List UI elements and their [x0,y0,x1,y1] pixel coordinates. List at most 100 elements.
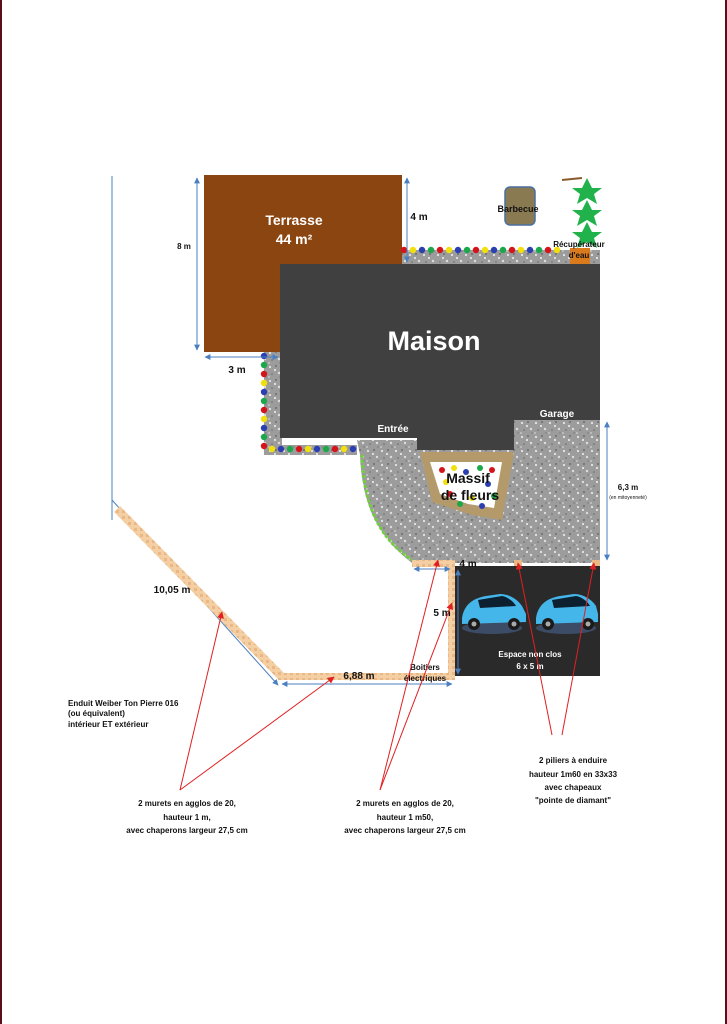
terrasse-area: 44 m² [276,231,313,247]
flower-dot [400,246,408,254]
flower-dot [295,445,303,453]
flower-dot [260,388,268,396]
dim-garage-side: 6,3 m [618,483,638,492]
recuperateur-icon [570,248,590,264]
gravel-strip-top [400,250,600,264]
note-enduit: Enduit Weiber Ton Pierre 016 (ou équival… [68,699,179,729]
flower-dot [340,445,348,453]
car-icon-left [462,594,526,634]
wall-diagonal [114,506,284,679]
svg-text:hauteur 1 m,: hauteur 1 m, [163,813,211,822]
svg-text:(ou équivalent): (ou équivalent) [68,709,125,718]
boitiers-label-1: Boitiers [410,663,440,672]
espace-label-2: 6 x 5 m [516,662,543,671]
svg-text:"pointe de diamant": "pointe de diamant" [535,796,611,805]
flower-dot [260,433,268,441]
flower-dot [349,445,357,453]
bed-flower-dot [451,465,457,471]
massif-label-1: Massif [446,470,490,486]
recuperateur-label-2: d'eau [569,251,590,260]
flower-dot [286,445,294,453]
note-murets-1m50: 2 murets en agglos de 20, hauteur 1 m50,… [344,799,465,835]
wall-bottom [278,673,454,680]
gravel-path [264,350,357,455]
barbecue-label: Barbecue [497,204,538,214]
espace-label-1: Espace non clos [498,650,562,659]
entree-label: Entrée [377,424,409,435]
bed-flower-dot [439,467,445,473]
note-murets-1m: 2 murets en agglos de 20, hauteur 1 m, a… [126,799,247,835]
bed-flower-dot [485,481,491,487]
flower-dot [553,246,561,254]
flower-dot [277,445,285,453]
dim-front-width: 4 m [459,559,476,570]
bed-flower-dot [489,467,495,473]
flower-dot [260,397,268,405]
maison-label: Maison [387,326,480,356]
flower-dot [304,445,312,453]
flower-dot [260,415,268,423]
dimension-lines [194,177,610,687]
hedge-icon [561,177,602,248]
flower-dot [313,445,321,453]
svg-text:2 piliers à enduire: 2 piliers à enduire [539,756,608,765]
car-icon-right [536,594,598,634]
dim-parking-depth: 5 m [433,608,450,619]
massif-label-2: de fleurs [441,487,500,503]
dim-bottom-wall: 6,88 m [343,671,374,682]
svg-text:intérieur ET extérieur: intérieur ET extérieur [68,720,148,729]
note-piliers: 2 piliers à enduire hauteur 1m60 en 33x3… [529,756,618,805]
flower-dot [454,246,462,254]
boitiers-label-2: électriques [404,674,447,683]
bed-flower-dot [477,465,483,471]
flower-dot [260,406,268,414]
flower-dot [508,246,516,254]
dim-garage-side-note: (en mitoyenneté) [609,495,647,501]
bed-flower-dot [469,495,475,501]
flower-dot [490,246,498,254]
flower-dot [427,246,435,254]
flower-dot [260,352,268,360]
dim-top-gap: 4 m [410,212,427,223]
svg-text:hauteur 1 m50,: hauteur 1 m50, [377,813,433,822]
flower-dot [322,445,330,453]
flower-dot [260,424,268,432]
flower-dot [499,246,507,254]
flower-dot [331,445,339,453]
flower-dot [409,246,417,254]
flower-dot [445,246,453,254]
dim-diagonal-wall: 10,05 m [154,585,191,596]
svg-text:avec chaperons largeur 27,5 cm: avec chaperons largeur 27,5 cm [126,826,247,835]
flower-dot [260,379,268,387]
bed-flower-dot [447,491,453,497]
flower-dot [268,445,276,453]
bed-flower-dot [443,479,449,485]
svg-text:2 murets en agglos de 20,: 2 murets en agglos de 20, [138,799,236,808]
flower-dot [436,246,444,254]
svg-text:2 murets en agglos de 20,: 2 murets en agglos de 20, [356,799,454,808]
flower-border [260,246,561,453]
flower-dot [260,361,268,369]
flower-dot [260,442,268,450]
bed-flower-dot [479,503,485,509]
terrasse-title: Terrasse [265,212,323,228]
svg-text:avec chaperons largeur 27,5 cm: avec chaperons largeur 27,5 cm [344,826,465,835]
flower-dot [526,246,534,254]
maison [280,264,600,450]
garage-label: Garage [540,409,575,420]
bed-flower-dot [491,493,497,499]
flower-dot [418,246,426,254]
recuperateur-label-1: Récupérateur [553,240,605,249]
wall-front-vertical [448,562,455,680]
barbecue-icon [504,186,536,226]
bed-flower-dot [457,501,463,507]
dim-terrasse-offset: 3 m [228,365,245,376]
massif-de-fleurs [420,452,514,520]
flower-dot [260,370,268,378]
wall-front-horizontal [412,560,455,567]
flower-dot [535,246,543,254]
flower-dot [463,246,471,254]
dim-terrasse-height: 8 m [177,242,191,251]
